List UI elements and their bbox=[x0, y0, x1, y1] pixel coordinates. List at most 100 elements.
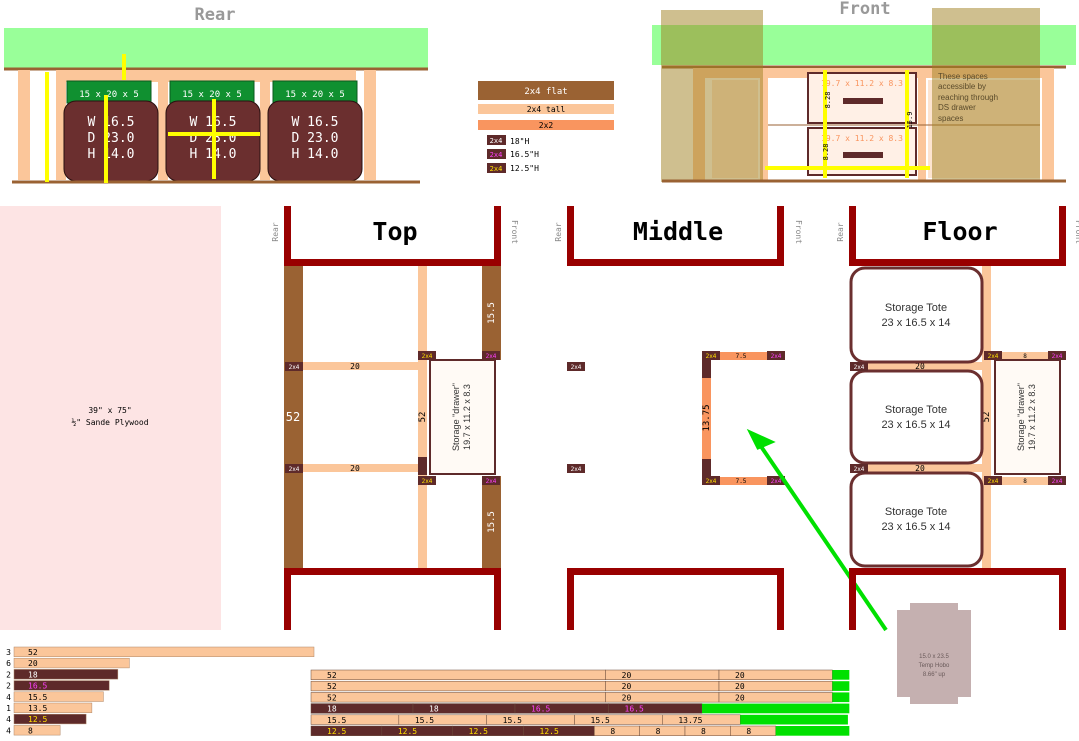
rear-leg bbox=[18, 70, 30, 180]
tote-dims: 23 x 16.5 x 14 bbox=[881, 521, 950, 533]
floor-plan: Floor Rear Front 52 20 20 8 8 Storage To… bbox=[836, 206, 1079, 630]
legend-tall-label: 2x4 tall bbox=[527, 105, 566, 114]
front-divider bbox=[918, 78, 926, 180]
board-waste bbox=[832, 681, 850, 691]
board-segment bbox=[684, 725, 731, 736]
piece-label: 13.75 bbox=[702, 404, 712, 431]
tag bbox=[702, 459, 711, 477]
beam-13-75 bbox=[702, 360, 711, 476]
board-segment-label: 20 bbox=[735, 682, 745, 691]
tote-body bbox=[849, 471, 984, 568]
board-segment bbox=[310, 714, 400, 725]
storage-drawer-label: Storage "drawer" bbox=[1016, 383, 1026, 451]
board-segment-label: 12.5 bbox=[540, 727, 559, 736]
cut-length-label: 8 bbox=[28, 726, 33, 735]
cut-length-label: 15.5 bbox=[28, 693, 47, 702]
cut-count-label: 6 bbox=[6, 659, 11, 668]
bin-height: H 14.0 bbox=[292, 147, 339, 162]
plywood-size: 39" x 75" bbox=[88, 406, 131, 415]
board-segment bbox=[310, 725, 383, 736]
tag: 2x4 bbox=[418, 476, 436, 485]
flat-beam-15-5 bbox=[482, 476, 501, 568]
board-segment-label: 8 bbox=[610, 727, 615, 736]
bin-width: W 16.5 bbox=[292, 115, 339, 130]
yellow-marker bbox=[905, 70, 909, 178]
drawer-dims: 19.7 x 11.2 x 8.3 bbox=[821, 134, 903, 143]
piece-label: 52 bbox=[982, 412, 992, 423]
tag-label: 2x4 bbox=[706, 353, 717, 360]
reach-through-overlay bbox=[932, 8, 1040, 182]
board-segment-label: 18 bbox=[429, 705, 439, 714]
green-arrow bbox=[756, 440, 888, 632]
tote-dims: 23 x 16.5 x 14 bbox=[881, 317, 950, 329]
flat-beam-52 bbox=[284, 266, 303, 568]
piece-label: 20 bbox=[915, 362, 925, 371]
side-label-rear: Rear bbox=[554, 222, 563, 241]
board-segment bbox=[398, 714, 487, 725]
cut-length-label: 16.5 bbox=[28, 682, 47, 691]
tag-label: 2x4 bbox=[422, 353, 433, 360]
board-segment-label: 20 bbox=[735, 693, 745, 702]
piece-label: 8 bbox=[1023, 478, 1027, 485]
plan-title: Middle bbox=[633, 217, 723, 246]
board-waste bbox=[775, 726, 850, 736]
cut-count-label: 3 bbox=[6, 648, 11, 657]
board-segment-label: 18 bbox=[327, 705, 337, 714]
rear-bin: 15 x 20 x 5 W 16.5 D 23.0 H 14.0 bbox=[267, 80, 363, 182]
side-label-rear: Rear bbox=[836, 222, 845, 241]
rear-shelf-back bbox=[56, 70, 356, 82]
cut-bar bbox=[13, 646, 315, 657]
bin-depth: D 23.0 bbox=[88, 131, 135, 146]
bin-height: H 14.0 bbox=[88, 147, 135, 162]
tag-label: 2x4 bbox=[289, 466, 300, 473]
board-segment bbox=[639, 725, 686, 736]
plywood-sheet: 39" x 75" ½" Sande Plywood bbox=[0, 206, 221, 630]
piece-label: 7.5 bbox=[736, 353, 747, 360]
tall-beam-20 bbox=[303, 362, 418, 370]
temp-hobo: 15.0 x 23.5 Temp Hobo 8.66" up bbox=[897, 603, 971, 704]
cut-bar bbox=[13, 725, 61, 736]
tag-label: 2x4 bbox=[854, 466, 865, 473]
cut-length-label: 20 bbox=[28, 659, 38, 668]
tote-name: Storage Tote bbox=[885, 302, 947, 314]
plan-frame-top bbox=[849, 206, 1066, 266]
legend-tall-swatch bbox=[478, 104, 614, 114]
rear-post bbox=[56, 70, 66, 180]
tag: 2x4 bbox=[850, 362, 868, 371]
legend-height-12-5: 12.5"H bbox=[510, 164, 539, 173]
board-segment bbox=[608, 703, 703, 714]
board-waste bbox=[832, 692, 850, 703]
board-segment-label: 8 bbox=[656, 727, 661, 736]
rear-post bbox=[158, 70, 168, 180]
plan-frame-bottom bbox=[284, 568, 501, 630]
legend-tag-label: 2x4 bbox=[490, 165, 503, 173]
plan-title: Floor bbox=[922, 217, 997, 246]
board-segment bbox=[486, 714, 575, 725]
rear-bench-top bbox=[4, 28, 428, 68]
board-segment-label: 12.5 bbox=[398, 727, 417, 736]
legend-tag-label: 2x4 bbox=[490, 137, 503, 145]
tag-label: 2x4 bbox=[988, 478, 999, 485]
drawer-pull bbox=[843, 152, 883, 158]
piece-label: 20 bbox=[350, 464, 360, 473]
yellow-marker bbox=[212, 99, 216, 179]
drawer-pull bbox=[843, 98, 883, 104]
front-leg bbox=[1042, 68, 1054, 180]
tag-label: 2x4 bbox=[486, 353, 497, 360]
legend-flat-swatch bbox=[478, 81, 614, 100]
tote-name: Storage Tote bbox=[885, 506, 947, 518]
board-segment-label: 20 bbox=[622, 682, 632, 691]
tag: 2x4 bbox=[482, 476, 500, 485]
board-segment-label: 20 bbox=[622, 693, 632, 702]
storage-drawer bbox=[429, 359, 496, 475]
cut-count-label: 4 bbox=[6, 693, 11, 702]
yellow-dim: 8.28 bbox=[824, 92, 832, 109]
rear-leg bbox=[364, 70, 376, 180]
beam-8 bbox=[1000, 477, 1050, 485]
temp-hobo-shape bbox=[897, 603, 971, 704]
board-segment bbox=[514, 703, 609, 714]
tag: 2x4 bbox=[702, 351, 720, 360]
legend-tag bbox=[487, 149, 506, 159]
board-segment-label: 52 bbox=[327, 693, 337, 702]
side-label-front: Front bbox=[794, 220, 803, 244]
